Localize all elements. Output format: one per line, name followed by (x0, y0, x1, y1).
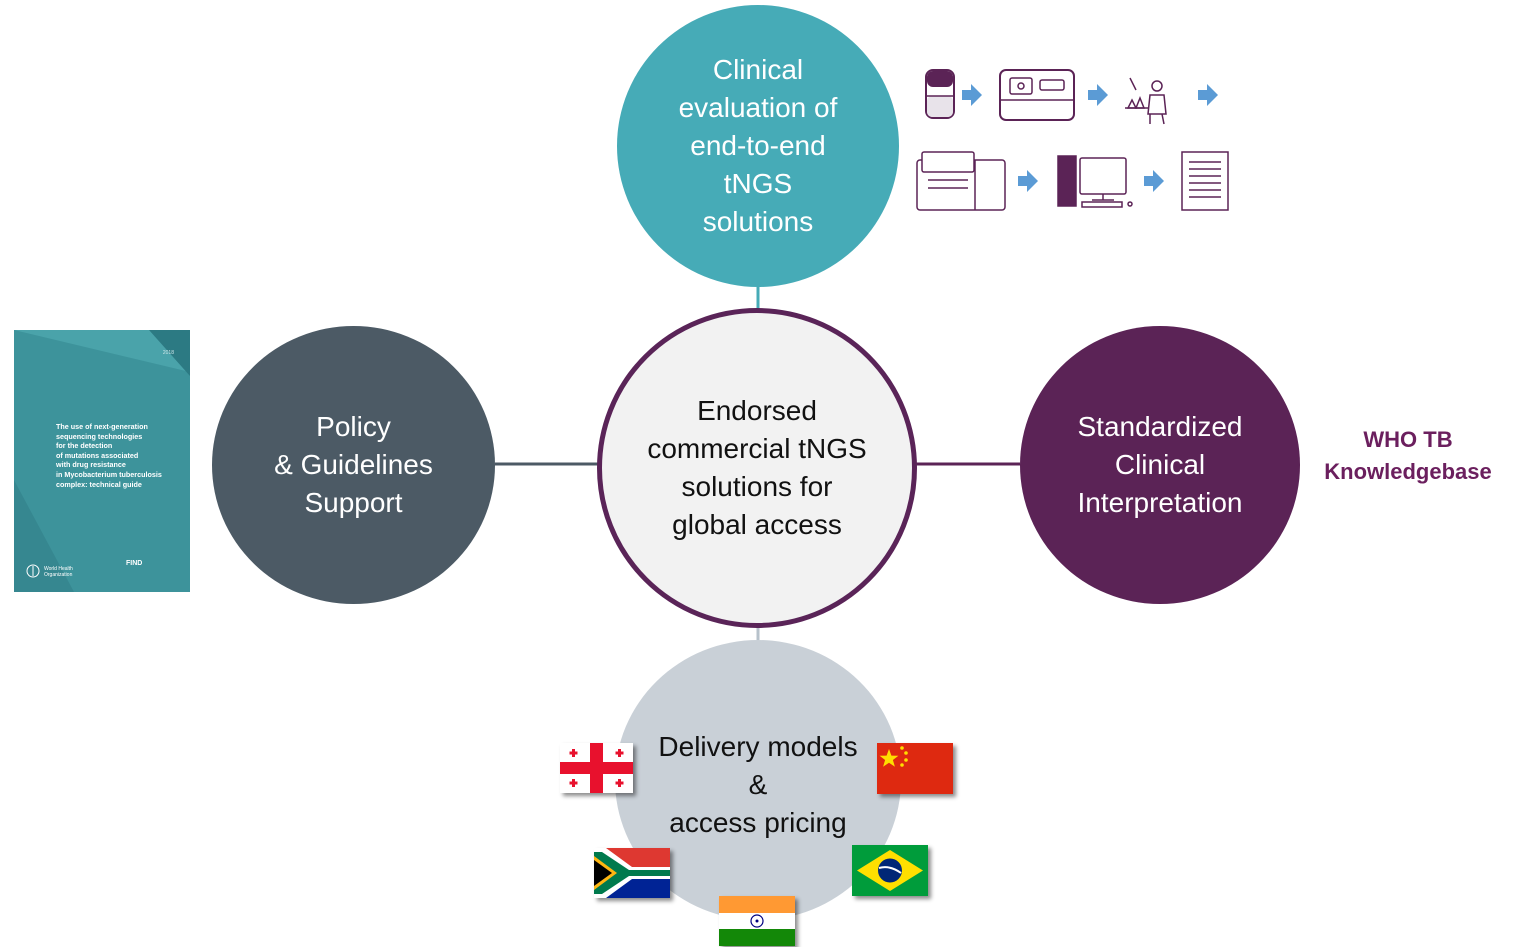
sample-tube-icon (925, 69, 955, 119)
brazil-flag (852, 845, 928, 896)
endorsed-solutions-label: Endorsed commercial tNGS solutions for g… (647, 395, 867, 540)
policy-guidelines-label: Policy & Guidelines Support (274, 411, 433, 518)
india-flag (719, 896, 795, 946)
who-emblem-icon (26, 564, 40, 578)
workflow-arrow-icon (1198, 84, 1218, 106)
cover-year: 2018 (162, 350, 174, 356)
extraction-instrument-icon (999, 69, 1075, 121)
technical-guide-cover: 2018 The use of next-generation sequenci… (14, 330, 190, 592)
workflow-arrow-icon (1088, 84, 1108, 106)
endorsed-solutions-node: Endorsed commercial tNGS solutions for g… (597, 308, 917, 628)
south-africa-flag (594, 848, 670, 898)
workflow-arrow-icon (1144, 170, 1164, 192)
cover-publisher: World Health Organization (44, 566, 73, 578)
report-document-icon (1181, 151, 1229, 211)
computer-icon (1057, 155, 1133, 208)
china-flag (877, 743, 953, 794)
cover-partner-logo: FIND (126, 560, 143, 567)
who-tb-knowledgebase-label: WHO TB Knowledgebase (1324, 427, 1492, 484)
clinical-interpretation-node: Standardized Clinical Interpretation (1020, 326, 1300, 604)
cover-background (14, 330, 190, 592)
clinical-evaluation-label: Clinical evaluation of end-to-end tNGS s… (678, 54, 838, 237)
policy-guidelines-node: Policy & Guidelines Support (212, 326, 495, 604)
sequencer-icon (916, 151, 1006, 211)
georgia-flag (560, 743, 633, 793)
workflow-arrow-icon (1018, 170, 1038, 192)
workflow-arrow-icon (962, 84, 982, 106)
lab-technician-icon (1125, 77, 1167, 125)
clinical-interpretation-label: Standardized Clinical Interpretation (1077, 411, 1243, 518)
delivery-models-label: Delivery models & access pricing (658, 731, 858, 838)
clinical-evaluation-node: Clinical evaluation of end-to-end tNGS s… (617, 5, 899, 287)
cover-title: The use of next-generation sequencing te… (56, 422, 162, 489)
